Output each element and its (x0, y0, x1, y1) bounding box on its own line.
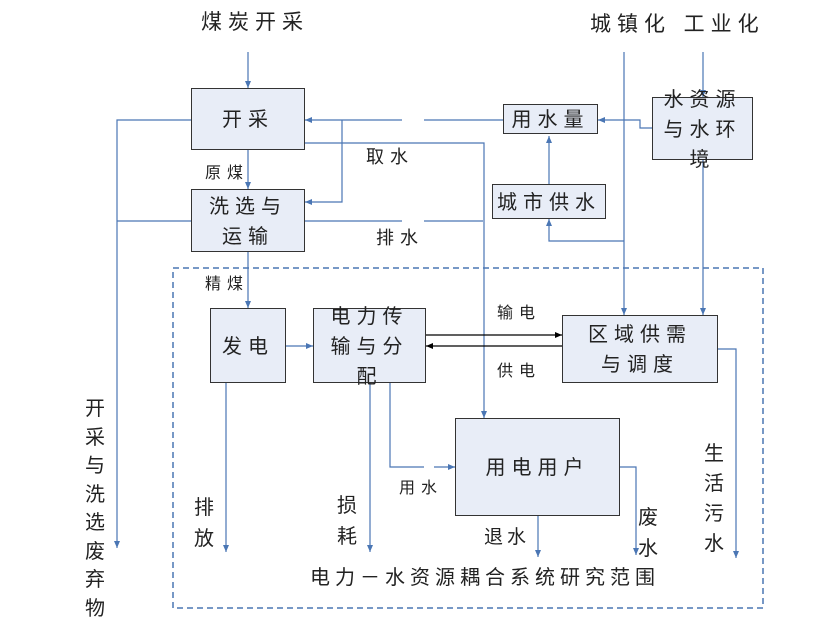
label-raw-coal: 原煤 (205, 163, 250, 182)
box-power-generation: 发电 (210, 308, 286, 383)
input-coal-mining: 煤炭开采 (201, 10, 309, 34)
box-water-resources: 水资源 与水环境 (652, 87, 753, 171)
label-wastewater: 废水 (638, 505, 658, 560)
box-water-supply: 城市供水 (492, 184, 606, 219)
box-regional-grid: 区域供需 与调度 (562, 315, 718, 383)
label-users-return: 退水 (484, 526, 531, 548)
box-water-resources-line2: 与水环境 (663, 116, 742, 171)
label-domestic-sewage: 生活污水 (704, 441, 724, 555)
arrow-right-sewage (718, 348, 739, 558)
box-users: 用电用户 (455, 418, 620, 516)
box-washing-label: 洗选与运输 (209, 193, 287, 248)
box-water-resources-line1: 水资源 (663, 86, 742, 111)
box-water-supply-label: 城市供水 (497, 189, 601, 214)
arrow-wateruse-washing (305, 120, 343, 205)
input-urban-industry: 城镇化 工业化 (590, 12, 765, 36)
label-clean-coal: 精煤 (205, 274, 250, 293)
arrow-resource-use (598, 117, 652, 129)
label-gen-emission: 排放 (194, 495, 214, 550)
label-grid-loss: 损耗 (337, 493, 357, 548)
box-water-use-label: 用水量 (511, 107, 590, 131)
box-power-grid-label: 电力传输与分配 (330, 303, 409, 388)
box-power-grid: 电力传输与分配 (313, 304, 426, 388)
box-mining-label: 开采 (222, 107, 274, 131)
arrow-users-wastewater (620, 466, 639, 555)
box-washing: 洗选与运输 (191, 189, 305, 252)
arrow-left-emission (114, 119, 191, 548)
box-regional-grid-line2: 与调度 (601, 352, 679, 376)
label-study-region: 电力－水资源耦合系统研究范围 (310, 565, 660, 589)
arrow-grid-users (389, 383, 424, 468)
label-left-emission: 开采与洗选废弃物 (85, 396, 105, 620)
box-power-generation-label: 发电 (222, 333, 274, 358)
label-water-take: 取水 (366, 147, 414, 168)
box-mining: 开采 (191, 88, 305, 150)
label-water-in: 用水 (399, 478, 444, 497)
system-boundary (172, 267, 764, 609)
label-power-back: 供电 (497, 361, 542, 380)
box-regional-grid-line1: 区域供需 (588, 322, 692, 346)
label-water-drain: 排水 (376, 228, 424, 249)
box-users-label: 用电用户 (485, 455, 590, 479)
label-power-out: 输电 (497, 303, 542, 322)
box-water-use: 用水量 (503, 104, 598, 134)
